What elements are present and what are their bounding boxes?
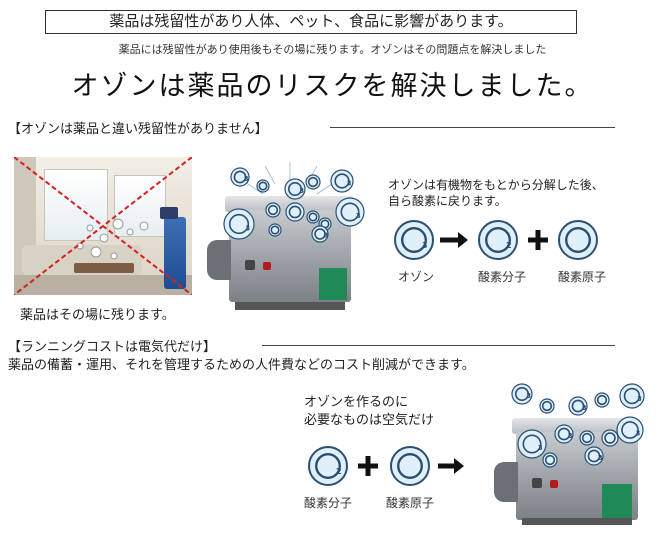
ozone-bubble-icon (594, 392, 610, 408)
eq1-o2-icon: 2 (478, 220, 518, 260)
eq2-plus-icon (358, 456, 378, 476)
ozone-bubble-icon: 3 (568, 396, 588, 416)
s1-explain-line1: オゾンは有機物をもとから分解した後、 (388, 178, 604, 192)
red-cross-icon (14, 157, 192, 295)
ozone-bubble-icon: 3 (311, 225, 329, 243)
machine2-indicator (550, 480, 558, 488)
eq2-o2-icon: 2 (308, 446, 348, 486)
machine2-panel (602, 484, 632, 518)
ozone-bubble-icon-subscript: 3 (568, 432, 573, 440)
eq1-ozone-icon-subscript: 3 (422, 241, 428, 250)
machine-switch (245, 260, 255, 270)
machine2-hose (494, 462, 518, 502)
ozone-bubble-icon: 3 (230, 167, 250, 187)
ozone-bubble-icon (305, 174, 321, 190)
eq2-label-o: 酸素原子 (385, 496, 434, 510)
ozone-bubble-icon-subscript: 3 (635, 429, 640, 437)
eq2-label-o2: 酸素分子 (303, 496, 352, 510)
subline: 薬品には残留性があり使用後もその場に残ります。オゾンはその問題点を解決しました (118, 43, 547, 56)
ozone-bubble-icon-subscript: 3 (347, 180, 352, 188)
ozone-bubble-icon: 3 (584, 446, 604, 466)
page-headline: オゾンは薬品のリスクを解決しました。 (71, 71, 594, 102)
ozone-bubble-icon: 3 (223, 208, 255, 240)
boxed-notice: 薬品は残留性があり人体、ペット、食品に影響があります。 (45, 10, 577, 34)
eq1-plus-icon (528, 230, 548, 250)
machine-base (235, 302, 345, 310)
spray-bottle (164, 217, 186, 289)
eq2-arrow-icon (438, 458, 464, 474)
ozone-bubble-icon (256, 179, 270, 193)
ozone-bubble-icon: 3 (517, 429, 547, 459)
spray-droplets (76, 218, 149, 260)
ozone-bubble-icon-subscript: 3 (299, 187, 304, 195)
eq1-arrow-icon (440, 232, 468, 248)
spray-nozzle (160, 207, 178, 219)
s2-explain-line1: オゾンを作るのに (304, 395, 409, 410)
photo-caption: 薬品はその場に残ります。 (20, 308, 175, 323)
ozone-bubble-icon: 3 (554, 424, 574, 444)
eq1-label-ozone: オゾン (397, 270, 434, 284)
ozone-bubble-group-1: 3 3 3 3 3 3 (223, 167, 365, 243)
eq1-label-o: 酸素原子 (557, 270, 606, 284)
machine-hose (207, 240, 231, 280)
section2-body: 薬品の備蓄・運用、それを管理するための人件費などのコスト削減ができます。 (8, 358, 475, 373)
section2-heading: 【ランニングコストは電気代だけ】 (8, 340, 217, 355)
eq1-o2-icon-subscript: 2 (506, 241, 512, 250)
ozone-bubble-icon-subscript: 3 (526, 392, 531, 400)
room-window (44, 169, 108, 241)
ozone-bubble-icon (601, 429, 619, 447)
ozone-bubble-icon-subscript: 3 (244, 175, 249, 183)
machine2-switch (532, 478, 542, 488)
ozone-bubble-group-2: 3 3 3 3 3 3 3 (511, 383, 645, 468)
ozone-bubble-icon (306, 210, 320, 224)
ozone-bubble-icon-subscript: 3 (637, 395, 642, 403)
ozone-bubble-icon-subscript: 3 (356, 212, 361, 220)
ozone-bubble-icon (579, 430, 595, 446)
machine-indicator (263, 262, 271, 270)
s2-explain-line2: 必要なものは空気だけ (304, 413, 435, 428)
ozone-bubble-icon (265, 202, 281, 218)
eq2-o2-icon-subscript: 2 (336, 467, 342, 476)
eq1-o-icon (558, 220, 598, 260)
machine2-base (522, 518, 632, 525)
s1-explain-line2: 自ら酸素に戻ります。 (388, 194, 507, 208)
ozone-bubble-icon-subscript: 3 (245, 224, 250, 232)
room-table (74, 263, 134, 273)
ozone-bubble-icon: 3 (619, 383, 645, 409)
ozone-bubble-icon (285, 202, 305, 222)
machine-panel (319, 268, 347, 300)
section1-heading: 【オゾンは薬品と違い残留性がありません】 (8, 122, 268, 137)
ozone-bubble-icon-subscript: 3 (582, 404, 587, 412)
ozone-bubble-icon-subscript: 3 (538, 444, 543, 452)
ozone-bubble-icon: 3 (335, 197, 365, 227)
ozone-bubble-icon: 3 (284, 178, 306, 200)
ozone-bubble-icon: 3 (616, 416, 644, 444)
ozone-bubble-icon (542, 452, 558, 468)
eq1-ozone-icon: 3 (394, 220, 434, 260)
ozone-bubble-icon: 3 (511, 383, 533, 405)
ozone-bubble-icon (268, 223, 282, 237)
eq2-o-icon (390, 446, 430, 486)
section1-rule (330, 127, 615, 128)
ozone-generator-2 (492, 378, 662, 530)
ozone-bubble-icon (539, 398, 555, 414)
machine-lid (225, 196, 353, 212)
room-floor (14, 275, 192, 295)
eq1-label-o2: 酸素分子 (477, 270, 526, 284)
equation-2: 2 (308, 446, 464, 486)
ozone-bubble-icon-subscript: 3 (323, 231, 328, 239)
ozone-bubble-icon-subscript: 3 (598, 454, 603, 462)
section2-rule (262, 345, 615, 346)
room-photo (14, 157, 192, 295)
ozone-bubble-icon: 3 (330, 169, 354, 193)
